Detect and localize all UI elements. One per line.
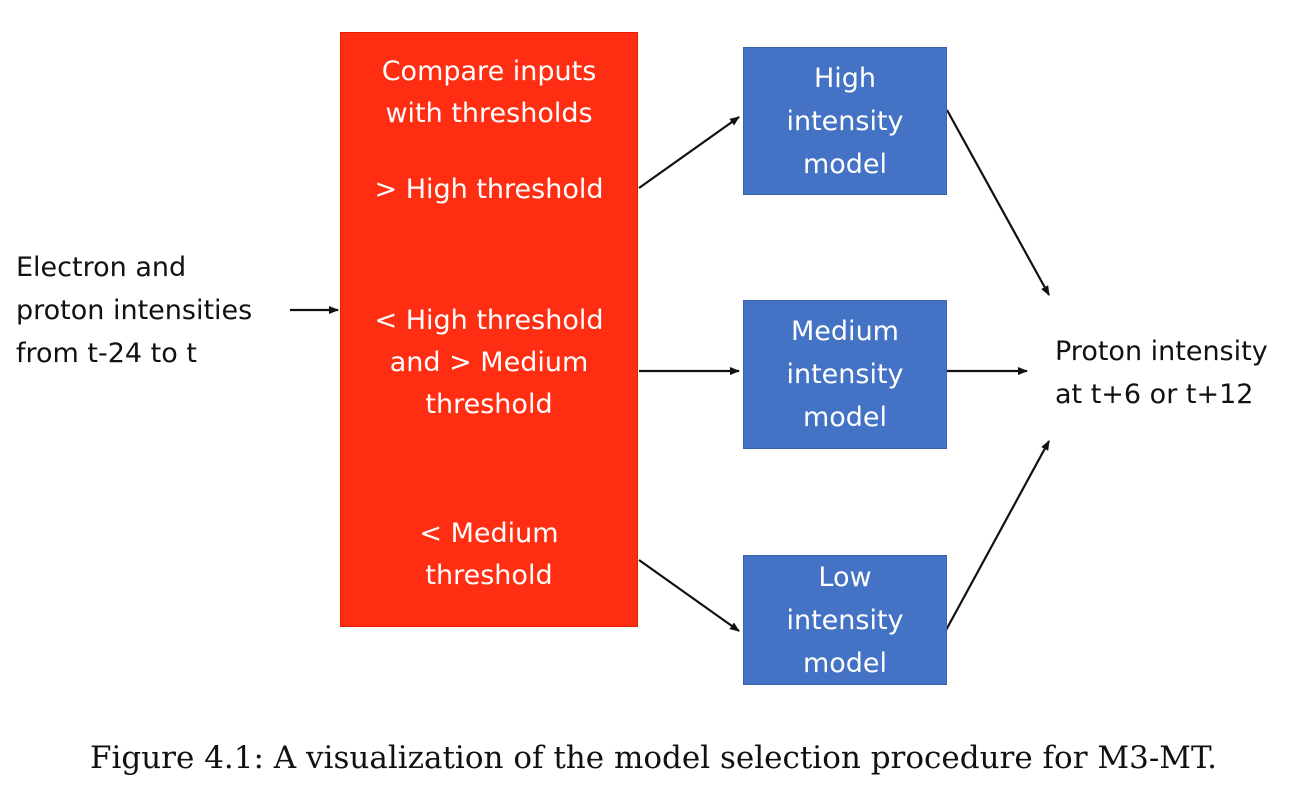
compare-thresholds-box: Compare inputs with thresholds > High th…	[340, 32, 638, 627]
input-label-line: from t-24 to t	[16, 338, 197, 369]
output-label-line: at t+6 or t+12	[1055, 379, 1254, 410]
medium-intensity-model-box: Medium intensity model	[743, 300, 947, 449]
condition-line: threshold	[425, 389, 553, 420]
compare-title-line: with thresholds	[385, 98, 593, 129]
model-label-line: model	[802, 647, 888, 679]
input-label-line: Electron and	[16, 252, 187, 283]
condition-line: < Medium	[419, 518, 559, 549]
condition-line: < High threshold	[374, 305, 604, 336]
low-intensity-model-box: Low intensity model	[743, 555, 947, 685]
condition-line: and > Medium	[389, 347, 589, 378]
arrow-compare-to-high	[638, 116, 740, 189]
model-label-line: High	[813, 62, 877, 94]
model-label-line: model	[802, 402, 888, 433]
model-label-line: model	[802, 148, 888, 180]
model-selection-diagram: Electron and proton intensities from t-2…	[16, 32, 1305, 685]
diagram-arrows	[290, 109, 1050, 633]
low-threshold-condition: < Medium threshold	[341, 513, 637, 597]
compare-title-line: Compare inputs	[381, 56, 597, 87]
condition-line: threshold	[425, 560, 553, 591]
arrow-high-to-output	[946, 109, 1050, 296]
model-label-line: intensity	[786, 604, 904, 636]
input-label-line: proton intensities	[16, 295, 253, 326]
model-label-line: intensity	[786, 105, 904, 137]
figure-caption: Figure 4.1: A visualization of the model…	[89, 740, 1218, 776]
model-label-line: intensity	[786, 359, 904, 390]
arrow-compare-to-low	[638, 559, 740, 632]
output-label: Proton intensity at t+6 or t+12	[1055, 330, 1305, 416]
model-label-line: Medium	[791, 316, 899, 347]
compare-title: Compare inputs with thresholds	[341, 51, 637, 135]
medium-threshold-condition: < High threshold and > Medium threshold	[341, 300, 637, 426]
input-label: Electron and proton intensities from t-2…	[16, 246, 286, 375]
high-intensity-model-box: High intensity model	[743, 47, 947, 195]
high-threshold-condition: > High threshold	[374, 174, 604, 205]
model-label-line: Low	[818, 561, 872, 593]
arrow-low-to-output	[944, 440, 1050, 633]
output-label-line: Proton intensity	[1055, 336, 1268, 367]
